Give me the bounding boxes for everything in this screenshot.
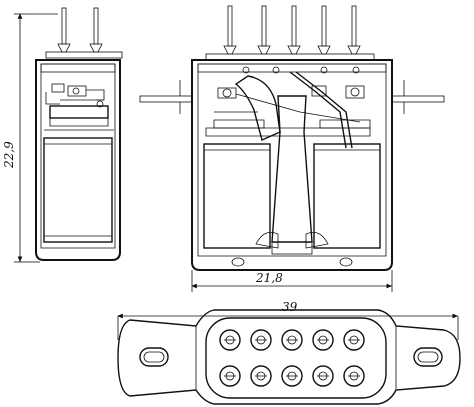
- height-dimension: 22,9: [2, 13, 30, 263]
- length-label: 39: [282, 300, 298, 314]
- bottom-view-outline: [117, 309, 461, 405]
- side-view-contacts: [45, 83, 105, 108]
- terminal-8: [281, 365, 303, 387]
- side-view: 22,9: [2, 7, 123, 263]
- terminal-10: [343, 365, 365, 387]
- side-view-case: [35, 59, 121, 261]
- front-view-coil-left: [203, 143, 271, 249]
- front-view-contacts: [214, 66, 365, 149]
- length-dimension: 39: [117, 300, 459, 340]
- width-label: 21,8: [255, 271, 283, 285]
- width-dimension: 21,8: [191, 270, 393, 292]
- front-view: 21,8: [139, 5, 445, 292]
- terminal-3: [281, 329, 303, 351]
- front-view-pins: [205, 5, 375, 61]
- height-label: 22,9: [2, 141, 16, 169]
- terminal-5: [343, 329, 365, 351]
- terminal-grid: [219, 329, 365, 387]
- side-view-coil: [43, 137, 113, 243]
- terminal-2: [250, 329, 272, 351]
- terminal-7: [250, 365, 272, 387]
- mounting-slot-right: [413, 347, 443, 367]
- terminal-9: [312, 365, 334, 387]
- side-view-pins: [45, 7, 123, 59]
- front-view-armature: [234, 75, 281, 141]
- front-view-flanges: [139, 80, 445, 114]
- terminal-4: [312, 329, 334, 351]
- terminal-6: [219, 365, 241, 387]
- bottom-view: 39: [117, 300, 461, 405]
- front-view-case: [191, 59, 393, 271]
- front-view-coil-right: [313, 143, 381, 249]
- mounting-slot-left: [139, 347, 169, 367]
- bottom-view-header: [205, 317, 387, 399]
- side-view-armature: [49, 105, 109, 119]
- terminal-1: [219, 329, 241, 351]
